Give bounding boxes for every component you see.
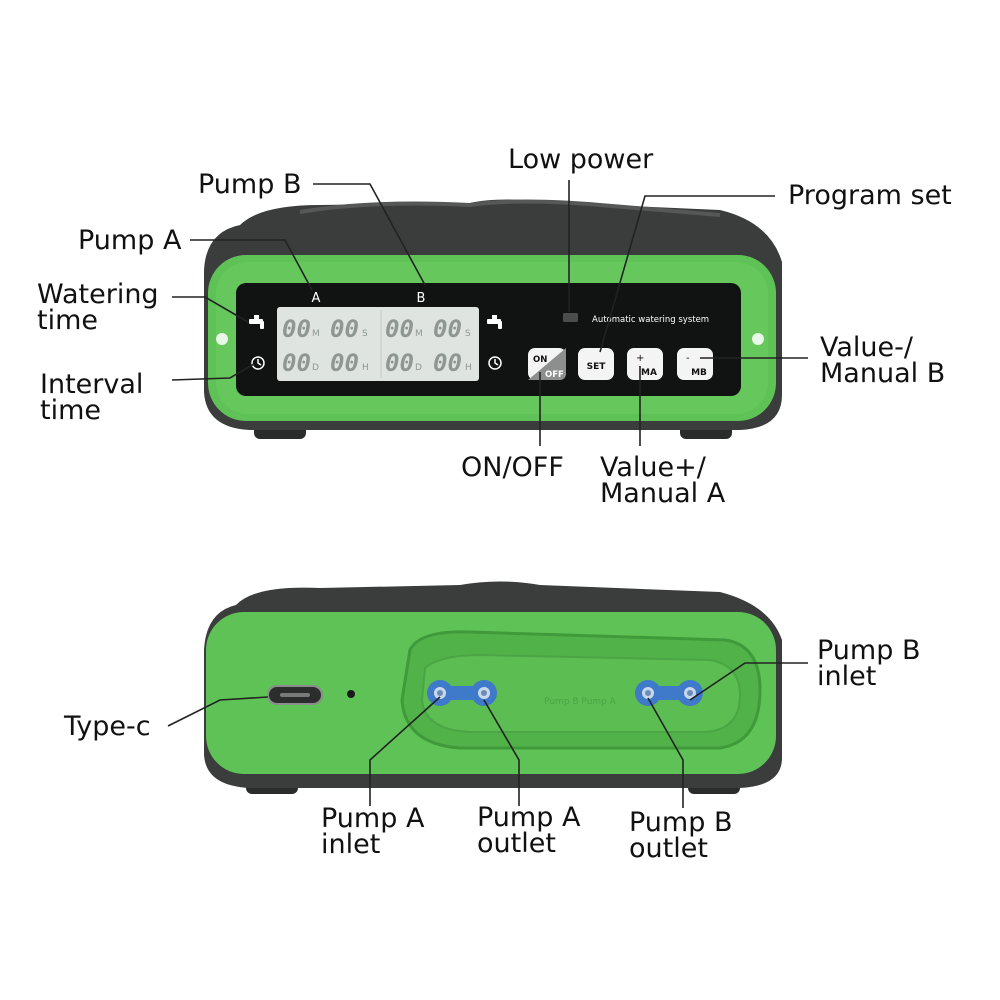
lcd-a-row2-unit-h: H	[362, 363, 369, 373]
lcd-b-row2-unit-h: H	[465, 363, 472, 373]
back-embossed-text: Pump B Pump A	[544, 697, 617, 707]
callout-pump-a-inlet-line1: Pump A	[321, 803, 425, 834]
callout-pump-b-inlet-line2: inlet	[817, 661, 877, 692]
lcd-b-row1-seconds: 00	[433, 315, 462, 343]
leader-pump-b	[313, 183, 426, 286]
set-button[interactable]: SET	[578, 348, 614, 380]
callout-value-plus-line2: Manual A	[600, 478, 726, 509]
back-unit: Pump B Pump A	[204, 581, 782, 794]
leader-pump-a-inlet	[369, 696, 441, 806]
callout-value-minus-line1: Value-/	[820, 332, 913, 363]
set-label: SET	[587, 362, 607, 372]
callout-pump-a-inlet-line2: inlet	[321, 829, 381, 860]
faucet-icon-right	[487, 315, 502, 329]
pump-b-inlet-port	[677, 680, 703, 706]
lcd-b-row1-unit-s: S	[465, 329, 471, 339]
callout-pump-a-inlet: Pump A inlet	[321, 803, 425, 860]
off-label: OFF	[545, 370, 564, 380]
clock-icon-right	[488, 356, 502, 370]
lcd-label-a: A	[312, 291, 321, 306]
leader-lines	[167, 180, 808, 808]
callout-pump-b-outlet-line2: outlet	[629, 833, 708, 864]
lcd-screen	[277, 307, 479, 381]
callout-watering-time-line1: Watering	[37, 279, 159, 310]
brand-text: Automatic watering system	[592, 315, 709, 325]
front-casing-top-highlight	[299, 199, 721, 217]
callout-value-minus: Value-/ Manual B	[820, 332, 946, 389]
callout-on-off: ON/OFF	[461, 452, 564, 483]
leader-pump-a-outlet	[483, 699, 520, 806]
front-unit: A B	[204, 199, 782, 439]
callout-watering-time-line2: time	[37, 305, 99, 336]
lcd-a-row1-seconds: 00	[330, 315, 359, 343]
leader-watering-time	[172, 296, 249, 323]
lcd-b-row1-minutes: 00	[385, 315, 414, 343]
lcd-a-row1-minutes: 00	[282, 315, 311, 343]
callout-program-set: Program set	[788, 180, 952, 211]
leader-pump-a	[190, 239, 313, 291]
ma-label: MA	[641, 368, 657, 378]
callout-watering-time: Watering time	[37, 279, 159, 336]
callout-low-power: Low power	[508, 144, 654, 175]
callout-interval-time: Interval time	[40, 369, 144, 426]
mb-label: MB	[691, 368, 707, 378]
on-label: ON	[533, 355, 547, 365]
lcd-b-row2-hours: 00	[433, 349, 462, 377]
pump-b-outlet-port	[635, 680, 661, 706]
lcd-b-row2-days: 00	[385, 349, 414, 377]
leader-type-c	[167, 696, 269, 727]
clock-icon-left	[251, 356, 265, 370]
callout-pump-b-inlet: Pump B inlet	[817, 635, 921, 692]
leader-program-set	[599, 195, 775, 353]
callout-pump-b: Pump B	[198, 169, 302, 200]
mb-sign: -	[686, 353, 690, 364]
leader-interval-time	[171, 363, 255, 381]
back-recess-inner	[420, 653, 742, 733]
on-off-button[interactable]: ON OFF	[528, 348, 566, 380]
ma-sign: +	[636, 353, 644, 364]
callout-pump-a-outlet-line1: Pump A	[477, 802, 581, 833]
reset-hole	[347, 690, 355, 698]
lcd-a-row1-unit-s: S	[362, 329, 368, 339]
value-plus-manual-a-button[interactable]: + MA	[627, 348, 663, 380]
lcd-a-row2-unit-d: D	[312, 363, 319, 373]
callout-pump-a-outlet: Pump A outlet	[477, 802, 581, 859]
low-power-indicator	[563, 313, 578, 322]
callout-pump-a: Pump A	[78, 225, 182, 256]
callout-pump-b-outlet-line1: Pump B	[629, 807, 733, 838]
value-minus-manual-b-button[interactable]: - MB	[677, 348, 713, 380]
leader-pump-b-inlet	[689, 662, 808, 701]
callout-pump-a-outlet-line2: outlet	[477, 828, 556, 859]
callout-interval-time-line1: Interval	[40, 369, 144, 400]
type-c-port-tongue	[280, 693, 310, 697]
callout-pump-b-inlet-line1: Pump B	[817, 635, 921, 666]
lcd-label-b: B	[417, 291, 426, 306]
lcd-a-row2-hours: 00	[330, 349, 359, 377]
lcd-a-row2-days: 00	[282, 349, 311, 377]
callout-interval-time-line2: time	[40, 395, 102, 426]
faucet-icon-left	[249, 315, 264, 329]
lcd-b-row2-unit-d: D	[415, 363, 422, 373]
pump-a-port-bridge	[440, 686, 484, 700]
callout-type-c: Type-c	[64, 711, 151, 742]
lcd-a-row1-unit-m: M	[312, 329, 320, 339]
notch-right	[752, 333, 764, 345]
leader-pump-b-outlet	[647, 697, 684, 808]
notch-left	[216, 333, 228, 345]
lcd-b-row1-unit-m: M	[415, 329, 423, 339]
callout-value-plus: Value+/ Manual A	[600, 452, 726, 509]
callout-pump-b-outlet: Pump B outlet	[629, 807, 733, 864]
callout-value-minus-line2: Manual B	[820, 358, 946, 389]
callout-value-plus-line1: Value+/	[600, 452, 706, 483]
